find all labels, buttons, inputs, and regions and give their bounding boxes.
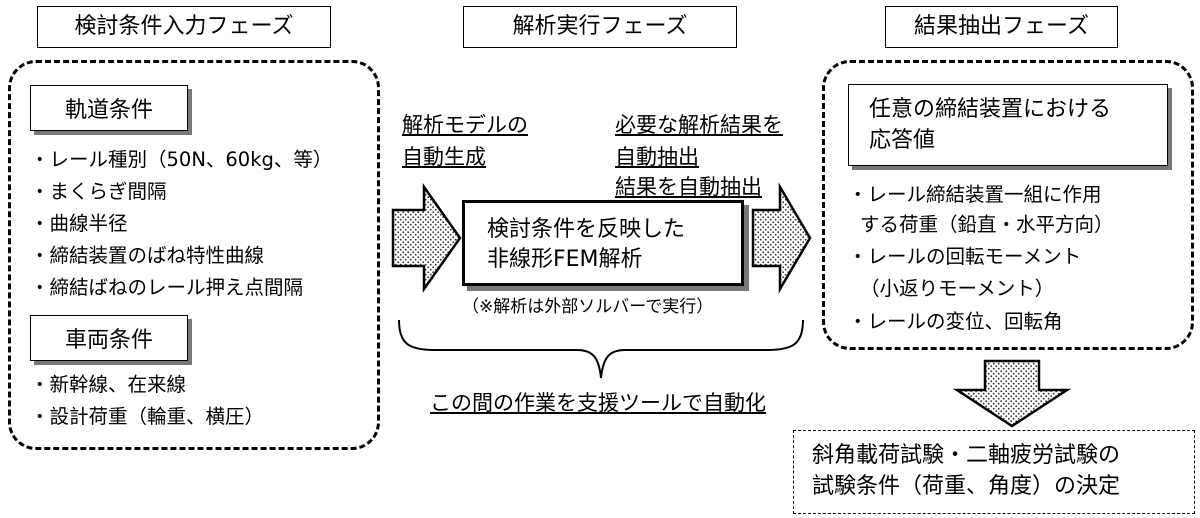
- list-item: ・設計荷重（輪重、横圧）: [30, 405, 265, 428]
- fem-analysis-line1: 検討条件を反映した: [487, 217, 686, 242]
- response-title: 任意の締結装置における 応答値: [848, 84, 1168, 166]
- list-item: ・レールの回転モーメント: [848, 245, 1082, 268]
- track-conditions-title: 軌道条件: [30, 85, 188, 131]
- arrow-right-icon: [751, 182, 812, 294]
- list-item: ・レール種別（50N、60kg、等）: [30, 148, 333, 171]
- test-condition-line2: 試験条件（荷重、角度）の決定: [812, 473, 1121, 499]
- response-title-line2: 応答値: [869, 127, 936, 153]
- phase-input-label: 検討条件入力フェーズ: [37, 6, 331, 48]
- list-item: ・新幹線、在来線: [30, 373, 187, 396]
- test-condition-line1: 斜角載荷試験・二軸疲労試験の: [812, 443, 1121, 468]
- phase-analysis-label: 解析実行フェーズ: [463, 6, 737, 48]
- support-tool-label: この間の作業を支援ツールで自動化: [430, 391, 766, 415]
- response-title-line1: 任意の締結装置における: [869, 97, 1112, 122]
- phase-extraction-label: 結果抽出フェーズ: [885, 6, 1118, 48]
- list-item: ・レールの変位、回転角: [848, 310, 1063, 333]
- list-item: ・締結ばねのレール押え点間隔: [30, 276, 304, 299]
- list-item: ・締結装置のばね特性曲線: [30, 244, 265, 267]
- auto-extract-label-line2: 自動抽出: [615, 145, 699, 169]
- test-condition-box: 斜角載荷試験・二軸疲労試験の 試験条件（荷重、角度）の決定: [793, 430, 1195, 514]
- input-conditions-group: [8, 60, 380, 450]
- auto-model-label-line2: 自動生成: [402, 145, 486, 169]
- auto-extract-label-line3: 結果を自動抽出: [615, 175, 762, 199]
- list-item: ・まくらぎ間隔: [30, 180, 167, 203]
- fem-analysis-box: 検討条件を反映した 非線形FEM解析: [462, 200, 744, 286]
- vehicle-conditions-title: 車両条件: [30, 315, 188, 361]
- response-group: [822, 60, 1194, 350]
- list-item: （小返りモーメント）: [860, 277, 1055, 300]
- auto-model-label-line1: 解析モデルの: [402, 113, 528, 137]
- list-item: する荷重（鉛直・水平方向）: [860, 213, 1114, 236]
- arrow-down-icon: [952, 359, 1072, 428]
- fem-analysis-line2: 非線形FEM解析: [487, 246, 643, 272]
- solver-note: （※解析は外部ソルバーで実行）: [462, 297, 714, 317]
- brace-icon: [398, 319, 804, 379]
- list-item: ・曲線半径: [30, 212, 128, 235]
- list-item: ・レール締結装置一組に作用: [848, 183, 1102, 206]
- arrow-right-icon: [391, 183, 462, 293]
- auto-extract-label-line1: 必要な解析結果を: [615, 113, 783, 137]
